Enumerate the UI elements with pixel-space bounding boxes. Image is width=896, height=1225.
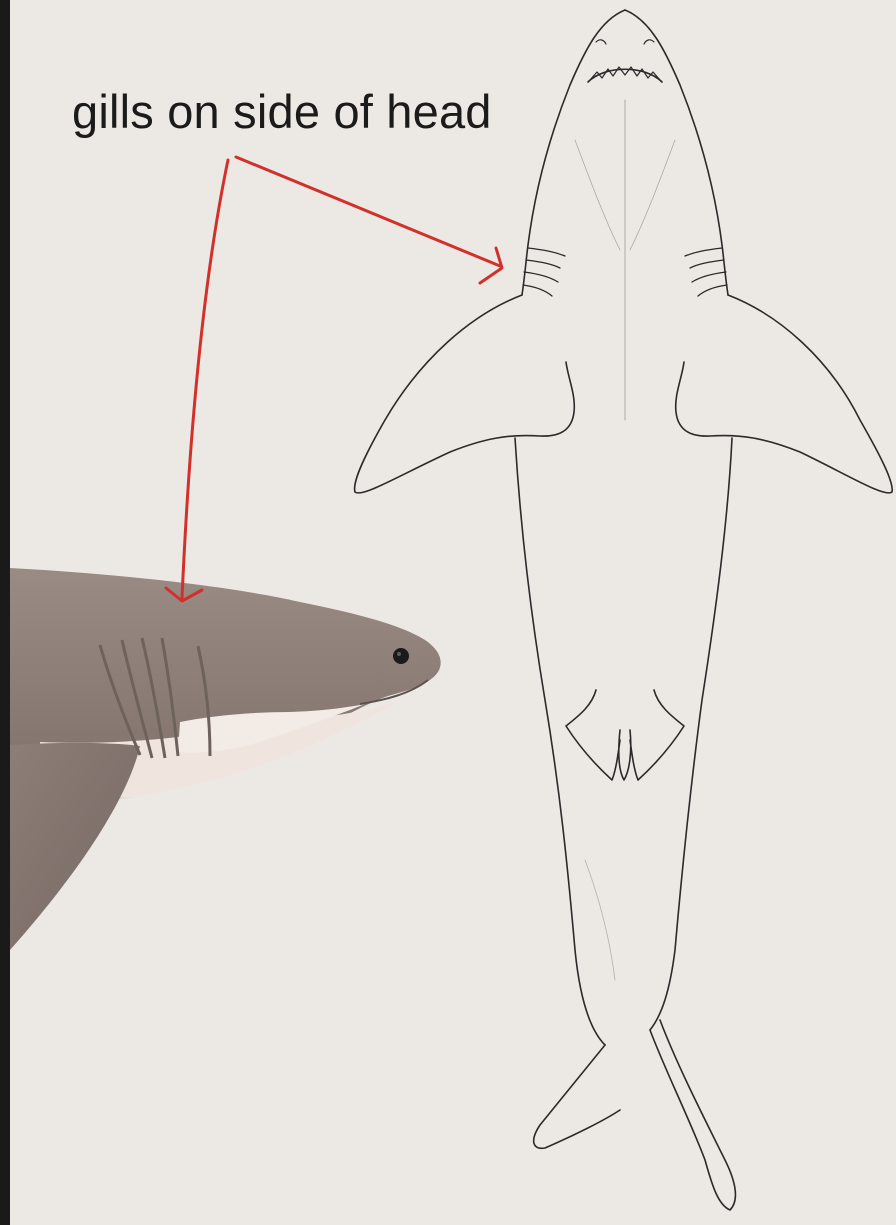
ventral-jaw [588,69,662,82]
ventral-pectoral-fin-right [676,295,893,493]
ventral-pectoral-fin-left [355,295,575,493]
arrow-to-side-gills [182,160,228,598]
ventral-body-left [515,438,605,1045]
ventral-body-right [650,438,732,1030]
pectoral-fin [10,743,140,950]
arrow-to-ventral-gills [236,157,500,266]
annotation-label: gills on side of head [72,84,492,140]
shark-eye [393,648,409,664]
ventral-pelvic-fins [566,690,684,780]
annotation-arrows [166,157,502,601]
ventral-tail [534,1020,736,1210]
ventral-gill-right [685,248,727,296]
ventral-gill-left [523,248,565,296]
ventral-view-shark-outline [355,10,893,1210]
side-view-shark-head [10,568,441,950]
